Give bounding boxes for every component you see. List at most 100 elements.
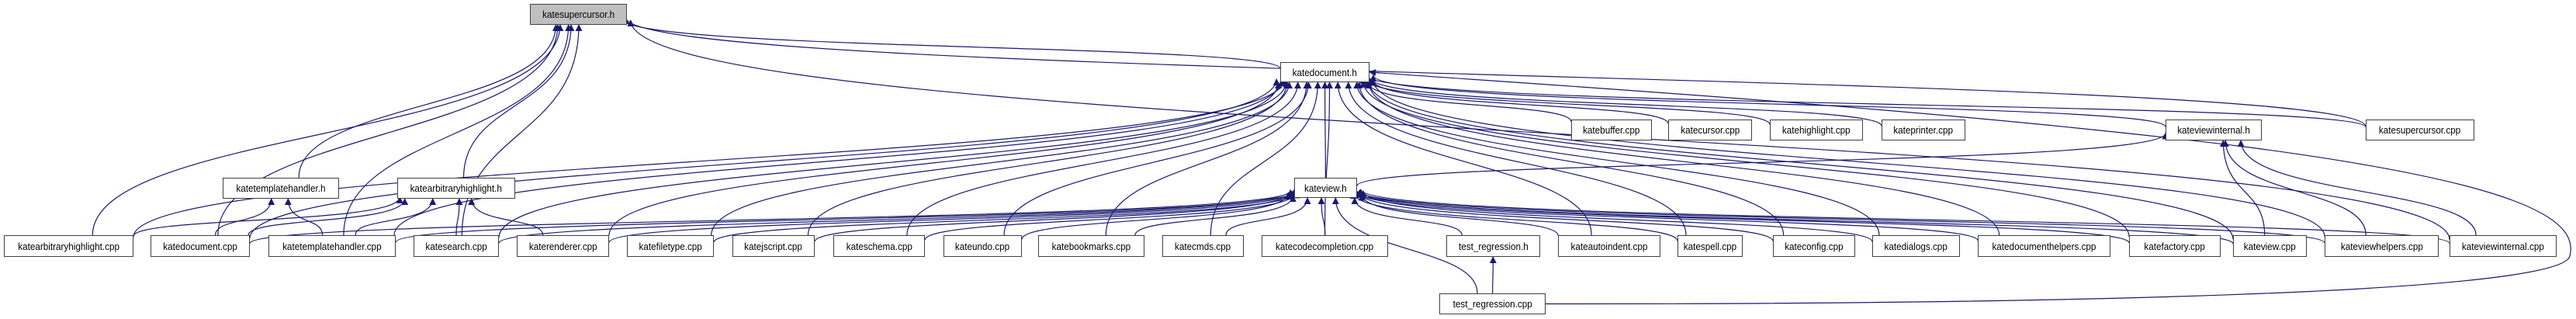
- node-kateschema-cpp[interactable]: kateschema.cpp: [833, 235, 925, 257]
- edge-katedocument-cpp-to-katedocument-h: [249, 78, 1280, 239]
- edge-katefiletype-cpp-to-katedocument-h: [711, 81, 1293, 236]
- edge-katecodecompletion-cpp-to-kateview-h: [1317, 197, 1326, 236]
- edge-katetemplatehandler-cpp-to-katesupercursor-h: [343, 24, 573, 236]
- edge-kateviewhelpers-cpp-to-kateview-h: [1352, 189, 2325, 244]
- node-katefactory-cpp[interactable]: katefactory.cpp: [2129, 235, 2221, 257]
- node-katecursor-cpp[interactable]: katecursor.cpp: [1668, 120, 1752, 140]
- edge-kateprinter-cpp-to-katedocument-h: [1365, 75, 1882, 127]
- edge-katehighlight-cpp-to-katedocument-h: [1359, 76, 1771, 125]
- node-katespell-cpp[interactable]: katespell.cpp: [1678, 235, 1743, 257]
- node-katebookmarks-cpp[interactable]: katebookmarks.cpp: [1038, 235, 1144, 257]
- node-katearbitraryhighlight-h[interactable]: katearbitraryhighlight.h: [397, 178, 515, 199]
- edge-katebuffer-cpp-to-katedocument-h: [1363, 80, 1572, 123]
- node-katerenderer-cpp[interactable]: katerenderer.cpp: [517, 235, 609, 257]
- edge-katedocument-cpp-to-kateview-h: [249, 189, 1298, 244]
- node-kateconfig-cpp[interactable]: kateconfig.cpp: [1773, 235, 1855, 257]
- node-test-regression-cpp[interactable]: test_regression.cpp: [1439, 293, 1546, 314]
- node-katesearch-cpp[interactable]: katesearch.cpp: [414, 235, 499, 257]
- edge-katespell-cpp-to-katedocument-h: [1345, 81, 1687, 236]
- node-katearbitraryhighlight-cpp[interactable]: katearbitraryhighlight.cpp: [4, 235, 133, 257]
- edge-katearbitraryhighlight-cpp-to-katedocument-h: [133, 78, 1289, 238]
- edge-katerenderer-cpp-to-katedocument-h: [608, 81, 1282, 236]
- edge-katedocumenthelpers-cpp-to-kateview-h: [1351, 189, 1979, 241]
- edge-katedocument-cpp-to-katearbitraryhighlight-h: [248, 198, 409, 236]
- edge-katedocument-cpp-to-katesupercursor-h: [217, 24, 562, 236]
- edge-kateundo-cpp-to-kateview-h: [1021, 192, 1292, 240]
- node-katecodecompletion-cpp[interactable]: katecodecompletion.cpp: [1262, 235, 1388, 257]
- node-katetemplatehandler-cpp[interactable]: katetemplatehandler.cpp: [268, 235, 396, 257]
- edge-kateautoindent-cpp-to-katedocument-h: [1334, 81, 1592, 236]
- edge-kateviewinternal-cpp-to-kateview-h: [1357, 189, 2450, 244]
- edge-katerenderer-cpp-to-katearbitraryhighlight-h: [468, 198, 544, 236]
- edge-katetemplatehandler-cpp-to-katedocument-h: [393, 79, 1286, 236]
- edge-katedocument-cpp-to-katetemplatehandler-h: [214, 198, 275, 236]
- node-katesupercursor-h[interactable]: katesupercursor.h: [530, 4, 627, 25]
- node-kateundo-cpp[interactable]: kateundo.cpp: [943, 235, 1022, 257]
- edge-kateview-cpp-to-katedocument-h: [1364, 79, 2234, 240]
- node-kateviewhelpers-cpp[interactable]: kateviewhelpers.cpp: [2325, 235, 2439, 257]
- edge-kateviewhelpers-cpp-to-katedocument-h: [1369, 78, 2325, 237]
- edge-kateview-cpp-to-kateviewinternal-h: [2219, 140, 2266, 236]
- node-kateautoindent-cpp[interactable]: kateautoindent.cpp: [1558, 235, 1660, 257]
- node-katedocument-cpp[interactable]: katedocument.cpp: [151, 235, 250, 257]
- edge-katespell-cpp-to-kateview-h: [1349, 192, 1678, 241]
- node-kateviewinternal-h[interactable]: kateviewinternal.h: [2166, 120, 2262, 140]
- node-katefiletype-cpp[interactable]: katefiletype.cpp: [627, 235, 714, 257]
- node-katedocumenthelpers-cpp[interactable]: katedocumenthelpers.cpp: [1978, 235, 2110, 257]
- edge-katecursor-cpp-to-katedocument-h: [1368, 78, 1669, 124]
- edge-kateviewinternal-cpp-to-kateviewinternal-h: [2237, 140, 2477, 236]
- edge-katesearch-cpp-to-katedocument-h: [498, 80, 1290, 238]
- edge-test-regression-cpp-to-katedocument-h: [1369, 69, 2571, 305]
- edge-katedocument-h-to-katesupercursor-h: [617, 17, 1281, 70]
- edge-katebookmarks-cpp-to-katedocument-h: [1105, 81, 1311, 236]
- edge-katesearch-cpp-to-kateview-h: [498, 189, 1294, 244]
- edge-kateschema-cpp-to-katedocument-h: [906, 81, 1302, 236]
- edge-kateviewinternal-cpp-to-katesupercursor-h: [627, 19, 2450, 240]
- node-kateview-cpp[interactable]: kateview.cpp: [2233, 235, 2307, 257]
- edge-katerenderer-cpp-to-kateview-h: [608, 189, 1299, 243]
- edge-kateview-h-to-kateviewinternal-h: [1356, 132, 2169, 186]
- edge-katetemplatehandler-cpp-to-katearbitraryhighlight-h: [355, 198, 437, 236]
- edge-katearbitraryhighlight-cpp-to-katesupercursor-h: [92, 24, 564, 236]
- node-test-regression-h[interactable]: test_regression.h: [1446, 235, 1540, 257]
- node-katedocument-h[interactable]: katedocument.h: [1280, 62, 1369, 82]
- node-katejscript-cpp[interactable]: katejscript.cpp: [732, 235, 815, 257]
- edge-katesupercursor-cpp-to-katesupercursor-h: [622, 16, 2367, 127]
- edge-kateconfig-cpp-to-katedocument-h: [1356, 81, 1785, 236]
- node-katecmds-cpp[interactable]: katecmds.cpp: [1162, 235, 1244, 257]
- edge-katecmds-cpp-to-katedocument-h: [1210, 81, 1321, 236]
- edge-katedocumenthelpers-cpp-to-katedocument-h: [1365, 81, 2000, 236]
- edge-katefactory-cpp-to-katedocument-h: [1359, 80, 2130, 237]
- edge-katearbitraryhighlight-h-to-katesupercursor-h: [462, 24, 575, 179]
- node-katedialogs-cpp[interactable]: katedialogs.cpp: [1872, 235, 1960, 257]
- edge-katejscript-cpp-to-katedocument-h: [807, 81, 1291, 236]
- edge-katebookmarks-cpp-to-kateview-h: [1134, 195, 1297, 236]
- edge-katecmds-cpp-to-kateview-h: [1225, 197, 1311, 236]
- edge-katetemplatehandler-cpp-to-katetemplatehandler-h: [284, 198, 324, 236]
- edge-katejscript-cpp-to-kateview-h: [814, 190, 1296, 242]
- edge-kateviewinternal-h-to-katedocument-h: [1369, 74, 2166, 127]
- edge-kateundo-cpp-to-katedocument-h: [1003, 81, 1312, 236]
- node-katetemplatehandler-h[interactable]: katetemplatehandler.h: [223, 178, 339, 199]
- edge-test-regression-cpp-to-kateview-h: [1331, 197, 1478, 294]
- node-kateprinter-cpp[interactable]: kateprinter.cpp: [1882, 120, 1965, 140]
- node-kateviewinternal-cpp[interactable]: kateviewinternal.cpp: [2450, 235, 2557, 257]
- node-katesupercursor-cpp[interactable]: katesupercursor.cpp: [2366, 120, 2474, 140]
- edge-katedialogs-cpp-to-katedocument-h: [1353, 81, 1880, 236]
- edge-kateconfig-cpp-to-kateview-h: [1355, 190, 1774, 241]
- edge-katetemplatehandler-h-to-katesupercursor-h: [298, 24, 559, 179]
- edge-test-regression-cpp-to-test-regression-h: [1489, 256, 1497, 294]
- edge-katecodecompletion-cpp-to-katedocument-h: [1324, 81, 1334, 236]
- node-katehighlight-cpp[interactable]: katehighlight.cpp: [1770, 120, 1863, 140]
- edge-kateview-h-to-katedocument-h: [1321, 81, 1329, 179]
- node-katebuffer-cpp[interactable]: katebuffer.cpp: [1571, 120, 1652, 140]
- edge-katesearch-cpp-to-katearbitraryhighlight-h: [455, 198, 463, 236]
- edge-katesupercursor-cpp-to-katedocument-h: [1361, 74, 2367, 128]
- edge-kateview-cpp-to-kateview-h: [1347, 189, 2234, 244]
- edge-katearbitraryhighlight-cpp-to-katearbitraryhighlight-h: [133, 196, 403, 237]
- node-kateview-h[interactable]: kateview.h: [1294, 178, 1357, 198]
- edge-kateviewhelpers-cpp-to-kateviewinternal-h: [2221, 140, 2367, 236]
- edge-test-regression-h-to-kateview-h: [1351, 197, 1463, 236]
